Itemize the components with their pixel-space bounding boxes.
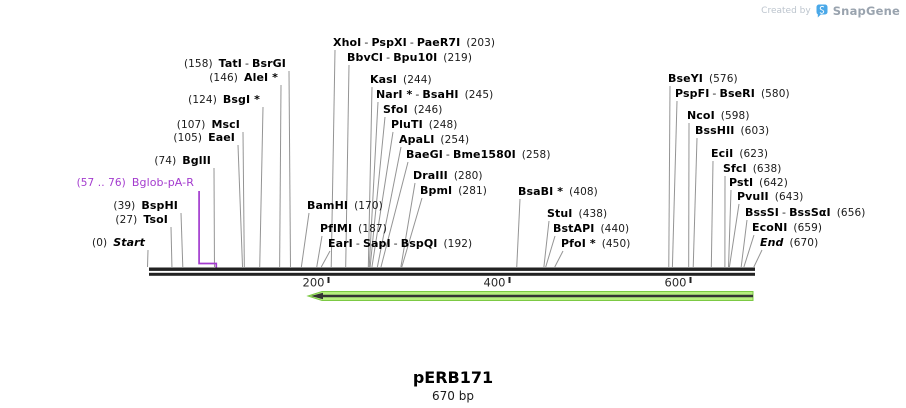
site-label-pluti[interactable]: PluTI(248): [391, 118, 458, 131]
site-label-draiii[interactable]: DraIII(280): [413, 169, 483, 182]
site-label-eaei[interactable]: (105)EaeI: [173, 131, 235, 144]
connector-lines: [147, 49, 763, 268]
site-label-bsabi[interactable]: BsaBI *(408): [518, 185, 598, 198]
site-label-kasi[interactable]: KasI(244): [370, 73, 432, 86]
site-label-eari[interactable]: EarI-SapI-BspQI(192): [328, 237, 473, 250]
axis-tick-400: 400: [484, 276, 511, 290]
svg-text:600: 600: [665, 276, 687, 290]
site-label-bpmi[interactable]: BpmI(281): [420, 184, 487, 197]
site-label-end[interactable]: End(670): [760, 236, 819, 249]
site-label-ecii[interactable]: EciI(623): [711, 147, 769, 160]
site-label-stui[interactable]: StuI(438): [547, 207, 608, 220]
site-label-bseyi[interactable]: BseYI(576): [668, 72, 738, 85]
svg-text:400: 400: [484, 276, 506, 290]
site-label-pfoi[interactable]: PfoI *(450): [561, 237, 631, 250]
site-label-sfoi[interactable]: SfoI(246): [383, 103, 443, 116]
created-by-text: Created by: [761, 6, 811, 16]
site-label-sfci[interactable]: SfcI(638): [723, 162, 782, 175]
site-label-ncoi[interactable]: NcoI(598): [687, 109, 750, 122]
site-label-pflmi[interactable]: PflMI(187): [320, 222, 387, 235]
site-label-bsphi[interactable]: (39)BspHI: [113, 199, 178, 212]
site-label-bglobpar[interactable]: (57 .. 76)Bglob-pA-R: [76, 176, 194, 189]
site-label-bstapi[interactable]: BstAPI(440): [553, 222, 630, 235]
site-label-bsssi[interactable]: BssSI-BssSαI(656): [745, 206, 866, 219]
site-label-apali[interactable]: ApaLI(254): [399, 133, 470, 146]
site-label-bsshii[interactable]: BssHII(603): [695, 124, 770, 137]
brand-text: SnapGene: [832, 4, 900, 18]
plasmid-name: pERB171: [412, 368, 494, 387]
site-label-baegi[interactable]: BaeGI-Bme1580I(258): [406, 148, 551, 161]
plasmid-size: 670 bp: [432, 389, 474, 403]
site-label-bsgi[interactable]: (124)BsgI *: [188, 93, 260, 106]
axis-tick-600: 600: [665, 276, 692, 290]
feature-bracket-bglob-pa-r[interactable]: [198, 191, 218, 268]
site-label-tsoi[interactable]: (27)TsoI: [115, 213, 168, 226]
snapgene-logo-icon: [816, 4, 828, 18]
title-block: pERB171 670 bp: [0, 368, 906, 403]
reverse-arrow-core: [311, 292, 753, 300]
site-label-psti[interactable]: PstI(642): [729, 176, 788, 189]
svg-text:200: 200: [303, 276, 325, 290]
site-label-alei[interactable]: (146)AleI *: [209, 71, 278, 84]
site-label-econi[interactable]: EcoNI(659): [752, 221, 823, 234]
site-label-start[interactable]: (0)Start: [92, 236, 145, 249]
site-label-msci[interactable]: (107)MscI: [176, 118, 240, 131]
site-label-pspfi[interactable]: PspFI-BseRI(580): [675, 87, 790, 100]
site-label-bamhi[interactable]: BamHI(170): [307, 199, 383, 212]
site-label-nari[interactable]: NarI *-BsaHI(245): [376, 88, 494, 101]
site-label-bglii[interactable]: (74)BglII: [154, 154, 211, 167]
axis-line: [149, 267, 755, 276]
site-label-tati[interactable]: (158)TatI-BsrGI: [183, 57, 286, 70]
snapgene-watermark: Created by SnapGene: [761, 4, 900, 18]
axis-tick-200: 200: [303, 276, 330, 290]
site-label-bbvci[interactable]: BbvCI-Bpu10I(219): [347, 51, 473, 64]
site-label-pvuii[interactable]: PvuII(643): [737, 190, 804, 203]
site-label-xhoi[interactable]: XhoI-PspXI-PaeR7I(203): [333, 36, 496, 49]
